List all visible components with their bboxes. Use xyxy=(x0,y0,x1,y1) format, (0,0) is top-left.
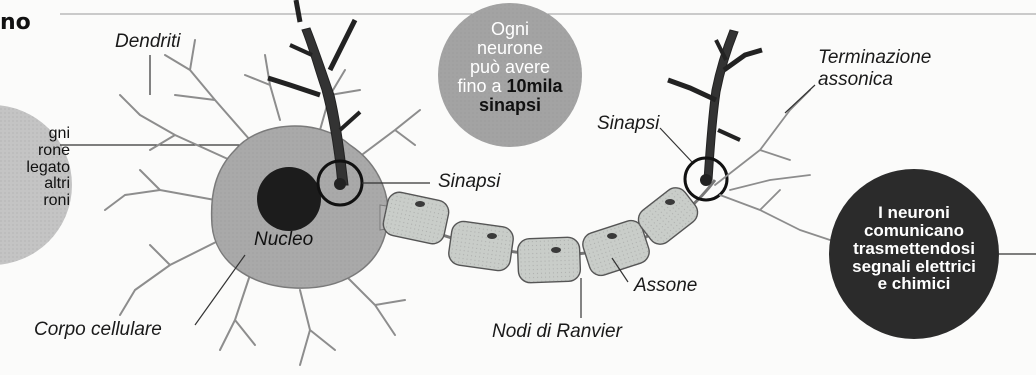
label-axon-terminal-line2: assonica xyxy=(818,70,893,91)
communication-line4: segnali elettrici xyxy=(839,258,989,276)
synapse-count-line4: fino a 10mila xyxy=(450,77,570,96)
presynaptic-branch-right xyxy=(668,30,762,180)
label-dendrites: Dendriti xyxy=(115,32,180,53)
connected-line5: roni xyxy=(0,193,70,210)
communication-line1: I neuroni xyxy=(839,204,989,222)
synapse-count-line2: neurone xyxy=(450,39,570,58)
connected-bubble-text: gni rone legato altri roni xyxy=(0,126,70,210)
synapse-count-text: Ogni neurone può avere fino a 10mila sin… xyxy=(450,20,570,114)
synapse-count-line1: Ogni xyxy=(450,20,570,39)
nucleus xyxy=(257,167,321,231)
connected-line2: rone xyxy=(0,143,70,160)
connected-line4: altri xyxy=(0,176,70,193)
label-axon: Assone xyxy=(634,276,697,297)
axon-terminal-branches xyxy=(715,90,830,240)
label-nucleus: Nucleo xyxy=(254,230,313,251)
label-synapse-right: Sinapsi xyxy=(597,114,659,135)
label-axon-terminal-line1: Terminazione xyxy=(818,48,931,69)
title-fragment: no xyxy=(0,10,31,35)
label-ranvier-nodes: Nodi di Ranvier xyxy=(492,322,622,343)
communication-line3: trasmettendosi xyxy=(839,240,989,258)
label-synapse-center: Sinapsi xyxy=(438,172,500,193)
connected-line3: legato xyxy=(0,160,70,177)
label-cell-body: Corpo cellulare xyxy=(34,320,162,341)
communication-line5: e chimici xyxy=(839,275,989,293)
connected-line1: gni xyxy=(0,126,70,143)
synapse-count-line3: può avere xyxy=(450,58,570,77)
communication-bubble-text: I neuroni comunicano trasmettendosi segn… xyxy=(839,204,989,293)
communication-line2: comunicano xyxy=(839,222,989,240)
synapse-count-line5: sinapsi xyxy=(450,96,570,115)
